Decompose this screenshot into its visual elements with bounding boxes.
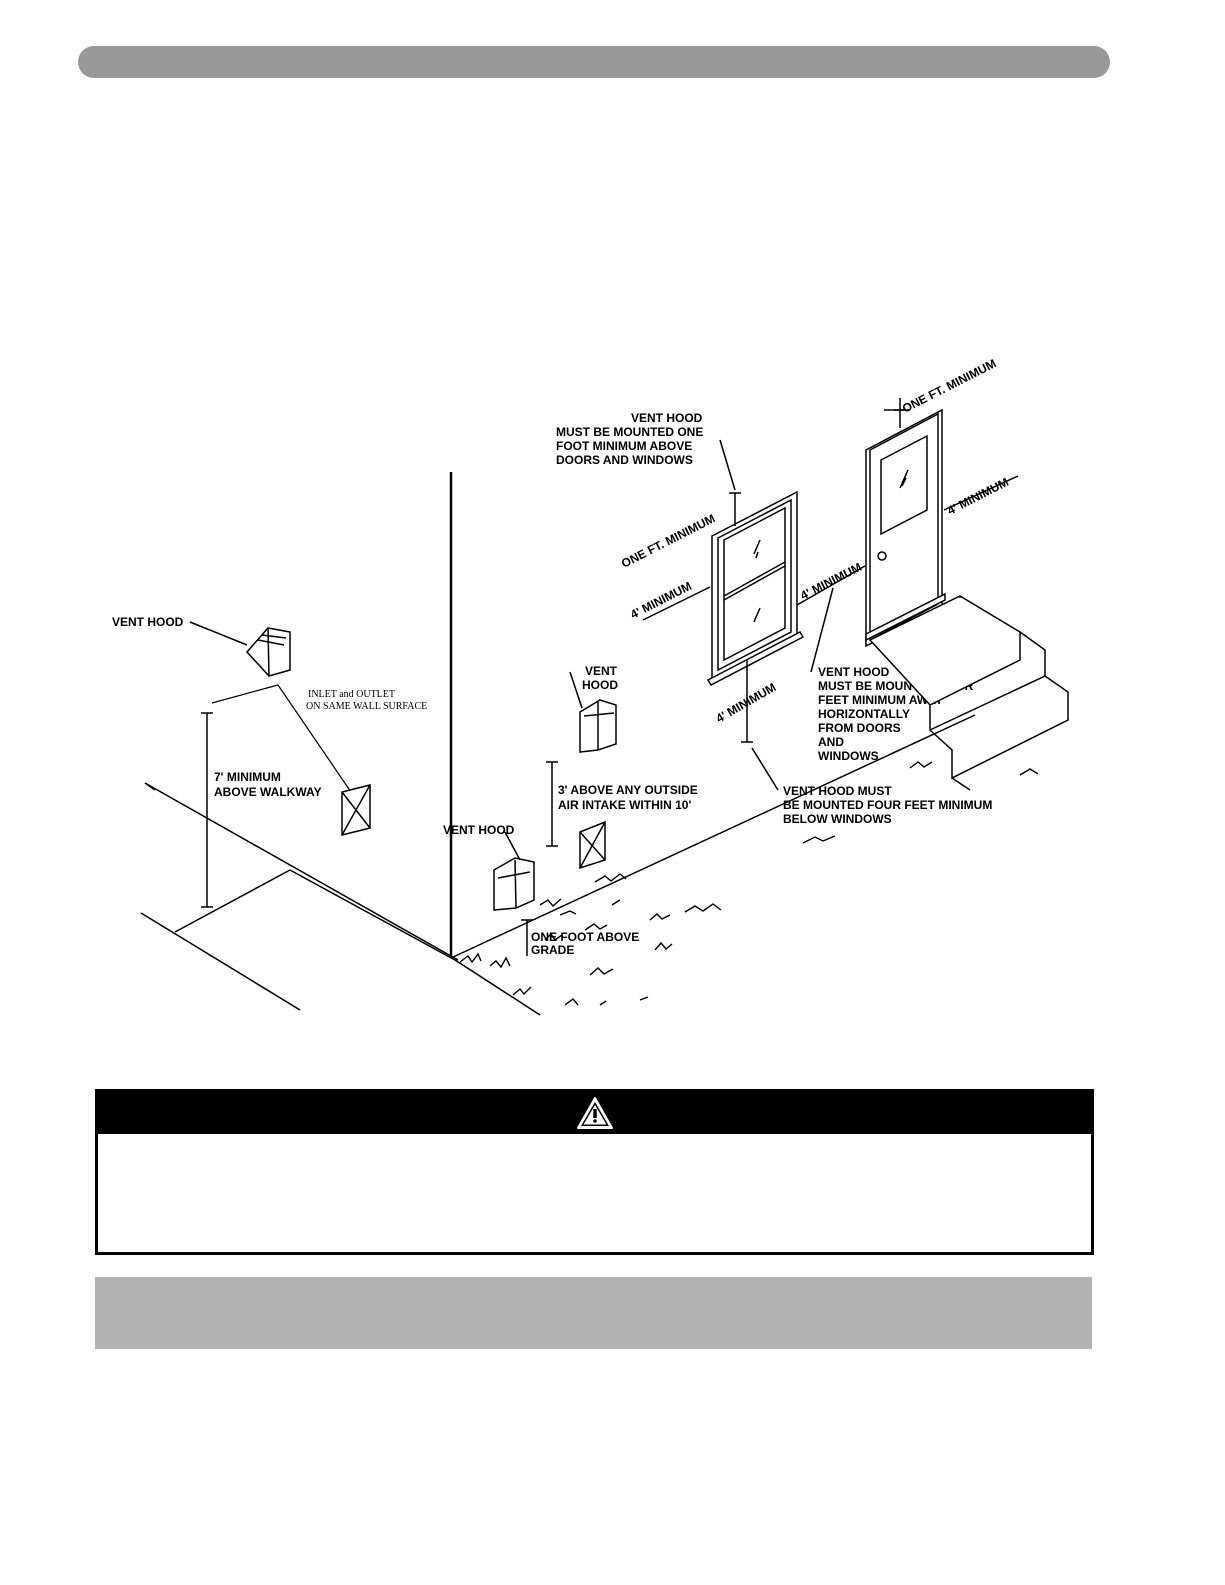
below-label-line2: BE MOUNTED FOUR FEET MINIMUM [783, 798, 992, 812]
warning-header [98, 1092, 1091, 1134]
above-label-line4: DOORS AND WINDOWS [556, 453, 693, 467]
below-label-line1: VENT HOOD MUST [783, 784, 892, 798]
walkway-label-line2: ABOVE WALKWAY [214, 785, 322, 799]
four-door-label: 4' MINIMUM [945, 475, 1011, 518]
intake-label-line1: 3' ABOVE ANY OUTSIDE [558, 783, 698, 797]
inlet-outlet-line1: INLET and OUTLET [308, 689, 395, 700]
horiz-label-line7: WINDOWS [818, 749, 879, 763]
vent-hood-label-middle-line1: VENT [585, 664, 618, 678]
grass [459, 761, 1039, 1006]
below-label-line3: BELOW WINDOWS [783, 812, 892, 826]
above-label-line3: FOOT MINIMUM ABOVE [556, 439, 692, 453]
walkway [140, 782, 459, 1011]
one-ft-door-label: ONE FT. MINIMUM [900, 356, 998, 415]
vent-hood-label-lower: VENT HOOD [443, 823, 515, 837]
grey-band [95, 1277, 1092, 1349]
above-label-line1: VENT HOOD [631, 411, 703, 425]
vent-hood-middle-lower [493, 857, 535, 911]
inlet-outlet-line2: ON SAME WALL SURFACE [306, 701, 427, 712]
above-label-line2: MUST BE MOUNTED ONE [556, 425, 703, 439]
wall-ground-line [450, 714, 976, 959]
air-intake-middle [579, 820, 606, 870]
header-bar [78, 46, 1110, 78]
horiz-label-line3: FEET MINIMUM AWAY [818, 693, 943, 707]
vent-hood-label-middle-line2: HOOD [582, 678, 618, 692]
horiz-label-line5: FROM DOORS [818, 721, 901, 735]
vent-hood-label-left: VENT HOOD [112, 615, 184, 629]
horiz-label-line4: HORIZONTALLY [818, 707, 910, 721]
four-below-label: 4' MINIMUM [714, 680, 779, 726]
horiz-label-line6: AND [818, 735, 844, 749]
window [706, 490, 805, 686]
horiz-label-line1: VENT HOOD [818, 665, 890, 679]
walkway-label-line1: 7' MINIMUM [214, 770, 281, 784]
vent-placement-diagram: VENT HOOD INLET and OUTLET ON SAME WALL … [112, 356, 1069, 1016]
air-intake-left [341, 784, 371, 836]
grade-label-line2: GRADE [531, 943, 574, 957]
vent-hood-middle-upper [579, 699, 617, 753]
vent-hood-left [245, 627, 291, 677]
steps [869, 595, 1069, 791]
intake-label-line2: AIR INTAKE WITHIN 10' [558, 798, 691, 812]
warning-box [95, 1089, 1094, 1255]
warning-triangle-icon [576, 1097, 613, 1129]
grade-label-line1: ONE FOOT ABOVE [531, 930, 639, 944]
one-ft-window-label: ONE FT. MINIMUM [619, 511, 717, 570]
